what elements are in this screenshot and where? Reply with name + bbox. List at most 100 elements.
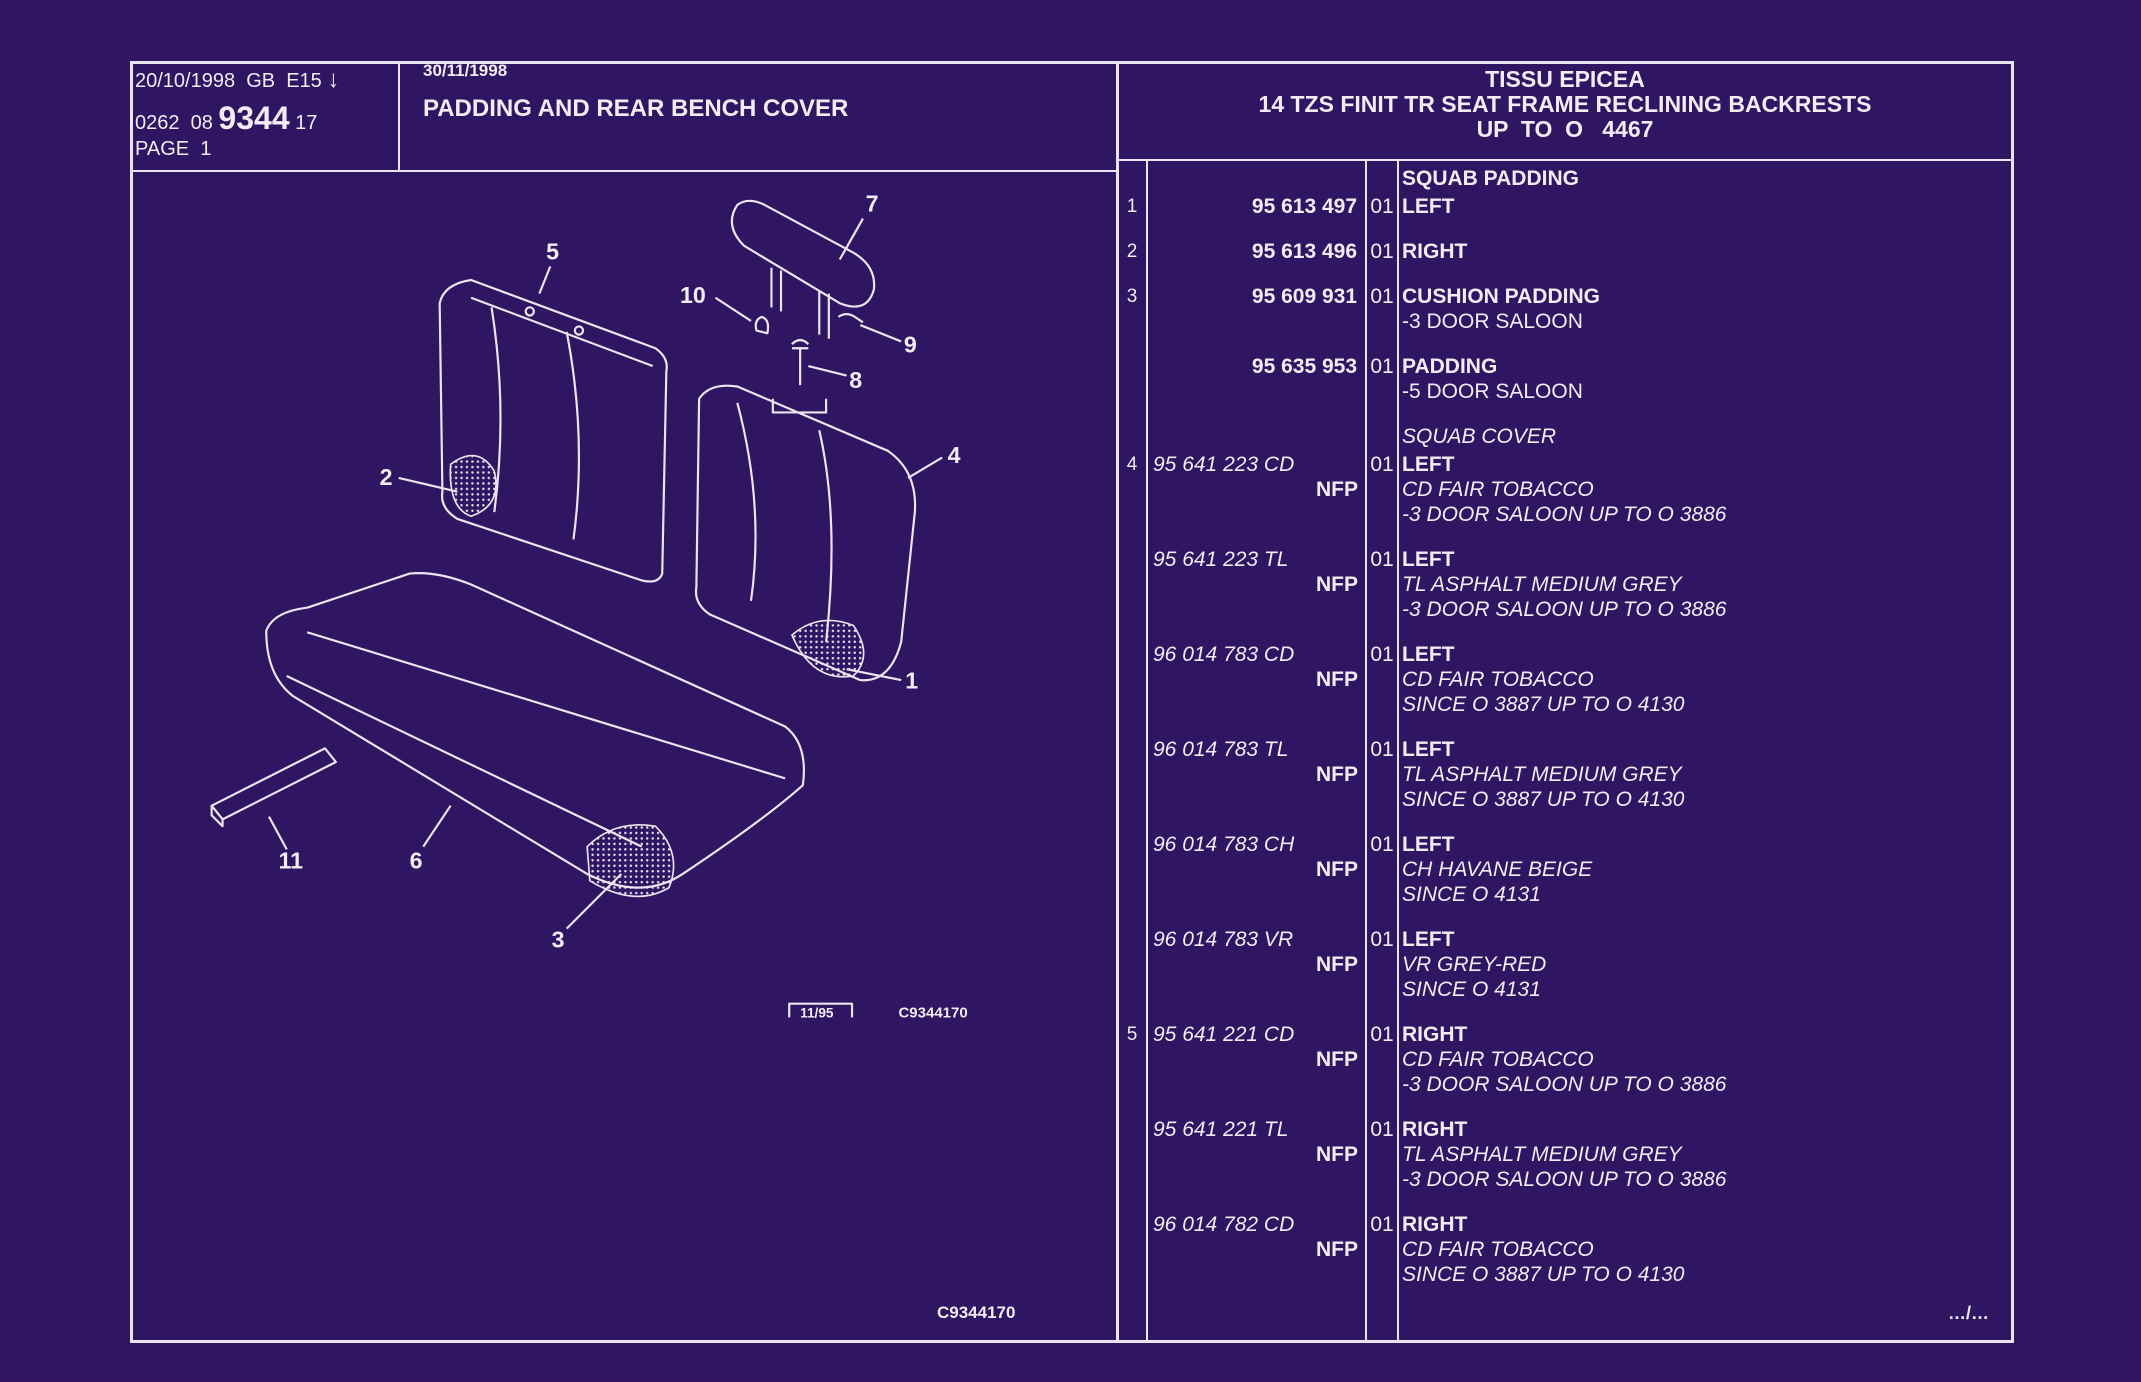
ref-col-divider [1146,160,1148,1341]
code-suffix: 17 [295,112,318,134]
description: LEFT [1402,928,1455,951]
date-line-text: 20/10/1998 GB E15 [135,70,322,92]
description: LEFT [1402,548,1455,571]
table-row: SQUAB PADDING [1117,166,2014,194]
revision-date: 30/11/1998 [423,61,508,80]
code-prefix: 0262 08 [135,112,213,134]
callout-5: 5 [546,239,559,265]
row-line: -3 DOOR SALOON UP TO O 3886 [1117,1072,2014,1097]
right-title-1: TISSU EPICEA [1485,66,1645,92]
row-line: -3 DOOR SALOON [1117,309,2014,334]
quantity: 01 [1370,738,1394,761]
qty-col-divider [1397,160,1399,1341]
ref-number: 5 [1126,1024,1138,1045]
part-number: 96 014 782 CD [1153,1213,1295,1236]
description: CD FAIR TOBACCO [1402,1238,1594,1261]
description: -3 DOOR SALOON [1402,310,1583,333]
callout-3: 3 [552,927,565,953]
left-header-divider [130,170,1118,172]
description: CD FAIR TOBACCO [1402,478,1594,501]
row-line: 1 95 613 497 01 LEFT [1117,194,2014,219]
part-number: 96 014 783 CD [1153,643,1295,666]
description: CD FAIR TOBACCO [1402,1048,1594,1071]
down-arrow-icon: ↓ [327,66,340,93]
row-line: NFP TL ASPHALT MEDIUM GREY [1117,1142,2014,1167]
nfp-flag: NFP [1316,1143,1358,1166]
part-number: 95 641 223 TL [1153,548,1289,571]
description: SINCE O 3887 UP TO O 4130 [1402,693,1685,716]
right-title-3: UP TO O 4467 [1476,116,1654,142]
nfp-flag: NFP [1316,478,1358,501]
row-line: SINCE O 3887 UP TO O 4130 [1117,787,2014,812]
description: TL ASPHALT MEDIUM GREY [1402,1143,1682,1166]
frame-left [130,61,133,1343]
description: LEFT [1402,195,1455,218]
description: -3 DOOR SALOON UP TO O 3886 [1402,598,1727,621]
headrest [730,199,876,386]
description: SINCE O 3887 UP TO O 4130 [1402,1263,1685,1286]
description: SQUAB COVER [1402,425,1557,448]
nfp-flag: NFP [1316,953,1358,976]
nfp-flag: NFP [1316,668,1358,691]
left-backrest [438,278,668,583]
quantity: 01 [1370,195,1394,218]
nfp-flag: NFP [1316,858,1358,881]
rear-cushion [265,572,805,898]
callout-2: 2 [380,464,393,490]
part-number: 95 641 223 CD [1153,453,1295,476]
stamp-date: 11/95 [800,1005,834,1020]
callout-8: 8 [849,367,862,393]
part-number: 95 641 221 TL [1153,1118,1289,1141]
row-line: NFP CD FAIR TOBACCO [1117,1047,2014,1072]
ref-number: 1 [1126,196,1138,217]
callout-11: 11 [279,848,304,874]
callout-1: 1 [905,667,918,693]
part-number: 95 613 497 [1251,195,1357,218]
quantity: 01 [1370,355,1394,378]
row-line: -3 DOOR SALOON UP TO O 3886 [1117,502,2014,527]
header-code: 0262 08 9344 17 [135,100,317,137]
nfp-flag: NFP [1316,1048,1358,1071]
callout-10: 10 [680,282,706,308]
figure-code: C9344170 [898,1004,967,1021]
header-col-divider [398,61,400,171]
callout-leaders [268,218,943,930]
header-date-line: 20/10/1998 GB E15 ↓ [135,66,339,94]
description: -3 DOOR SALOON UP TO O 3886 [1402,1073,1727,1096]
part-number: 96 014 783 CH [1153,833,1295,856]
code-main: 9344 [218,100,290,136]
description: RIGHT [1402,1023,1468,1046]
ref-number: 3 [1126,286,1138,307]
description: -5 DOOR SALOON [1402,380,1583,403]
description: SINCE O 4131 [1402,883,1541,906]
row-line: SINCE O 3887 UP TO O 4130 [1117,692,2014,717]
row-line: -3 DOOR SALOON UP TO O 3886 [1117,1167,2014,1192]
ref-number: 4 [1126,454,1138,475]
row-line: NFP CD FAIR TOBACCO [1117,477,2014,502]
quantity: 01 [1370,285,1394,308]
part-number: 96 014 783 TL [1153,738,1289,761]
ref-number: 2 [1126,241,1138,262]
callout-7: 7 [866,191,879,217]
quantity: 01 [1370,1023,1394,1046]
footer-figure-code: C9344170 [937,1303,1016,1322]
center-divider [1116,61,1119,1343]
